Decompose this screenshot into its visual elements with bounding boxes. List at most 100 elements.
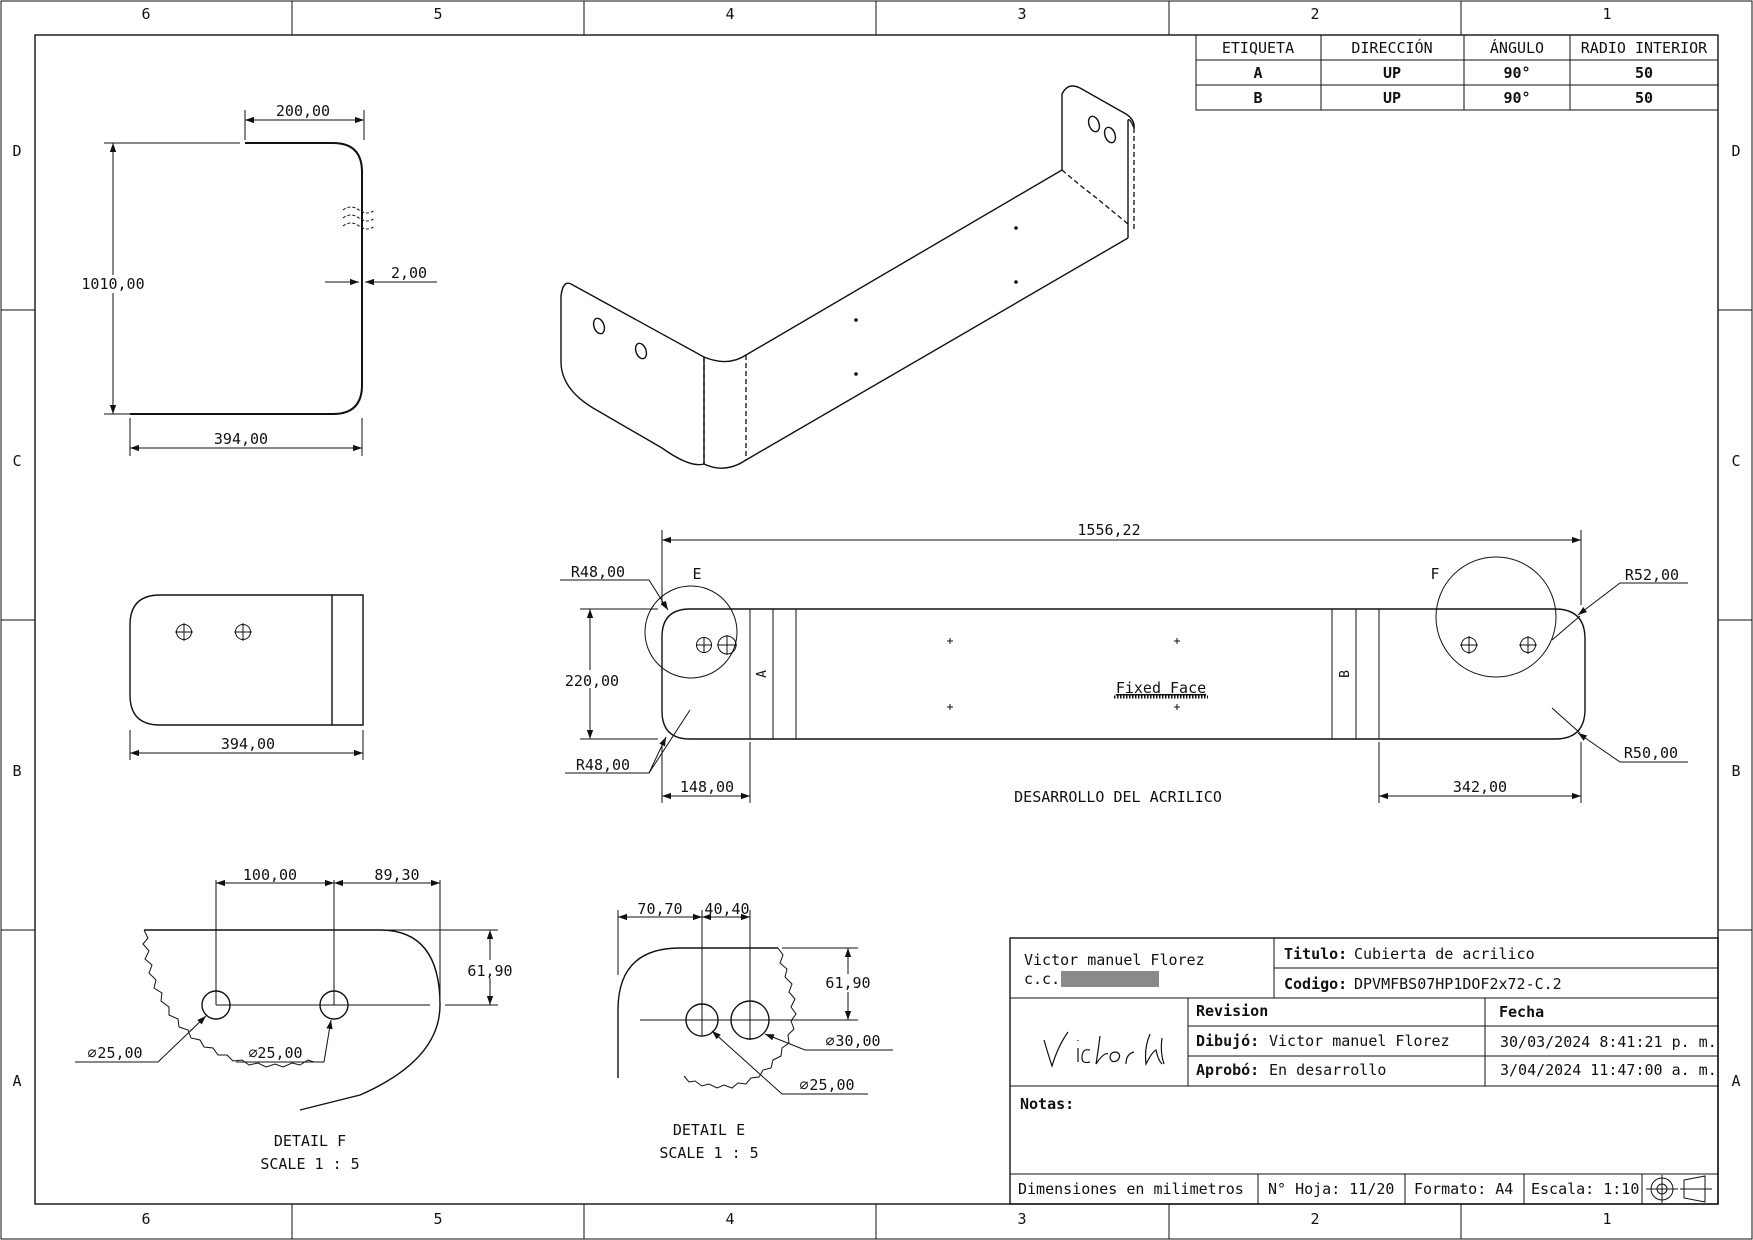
zone-col-top: 6 bbox=[141, 5, 150, 23]
fixed-face-label: Fixed Face bbox=[1116, 679, 1206, 697]
hole-diameter-right: 25,00 bbox=[257, 1044, 302, 1062]
bend-label-b: B bbox=[1338, 670, 1353, 678]
bend-table-header: RADIO INTERIOR bbox=[1581, 39, 1708, 57]
hole-diameter-left: 25,00 bbox=[97, 1044, 142, 1062]
zone-row-right: D bbox=[1731, 142, 1740, 160]
mounting-hole-icon bbox=[234, 623, 252, 641]
hole-icon bbox=[717, 635, 737, 655]
dim-left-offset: 148,00 bbox=[680, 778, 734, 796]
zone-col-bottom: 3 bbox=[1017, 1210, 1026, 1228]
dim-200: 200,00 bbox=[276, 102, 330, 120]
radius-top-left: R48,00 bbox=[571, 563, 625, 581]
dim-flat-height: 220,00 bbox=[565, 672, 619, 690]
title-block: Victor manuel Florez c.c. Titulo: Cubier… bbox=[1009, 937, 1719, 1205]
fecha-label: Fecha bbox=[1499, 1003, 1544, 1021]
dim-hole-spacing: 100,00 bbox=[243, 866, 297, 884]
zone-col-top: 2 bbox=[1310, 5, 1319, 23]
diameter-icon: ⌀ bbox=[799, 1076, 808, 1094]
zone-row-left: B bbox=[12, 762, 21, 780]
dim-thickness: 2,00 bbox=[391, 264, 427, 282]
bend-table-cell: 50 bbox=[1635, 89, 1653, 107]
zone-row-left: C bbox=[12, 452, 21, 470]
bend-table-cell: UP bbox=[1383, 64, 1401, 82]
zone-col-bottom: 6 bbox=[141, 1210, 150, 1228]
units-note: Dimensiones en milimetros bbox=[1018, 1180, 1244, 1198]
dim-hole-height: 61,90 bbox=[467, 962, 512, 980]
zone-col-top: 3 bbox=[1017, 5, 1026, 23]
drawing-scale: Escala: 1:10 bbox=[1531, 1180, 1639, 1198]
radius-bottom-right: R50,00 bbox=[1624, 744, 1678, 762]
projection-symbol-icon bbox=[1646, 1175, 1712, 1203]
bend-table: ETIQUETA DIRECCIÓN ÁNGULO RADIO INTERIOR… bbox=[1195, 34, 1719, 111]
detail-e-label: E bbox=[692, 565, 701, 583]
dibujo-value: Victor manuel Florez bbox=[1269, 1032, 1450, 1050]
zone-col-bottom: 4 bbox=[725, 1210, 734, 1228]
zone-row-right: C bbox=[1731, 452, 1740, 470]
dim-hole-height-e: 61,90 bbox=[825, 974, 870, 992]
bend-table-header: ÁNGULO bbox=[1490, 38, 1544, 57]
detail-e-scale: SCALE 1 : 5 bbox=[659, 1144, 758, 1162]
redacted-id bbox=[1061, 971, 1159, 987]
codigo-label: Codigo: bbox=[1284, 975, 1347, 993]
dim-hole-spacing-e: 40,40 bbox=[704, 900, 749, 918]
codigo-value: DPVMFBS07HP1DOF2x72-C.2 bbox=[1354, 975, 1562, 993]
notas-label: Notas: bbox=[1020, 1095, 1074, 1113]
front-view: 200,00 1010,00 2,00 394,00 bbox=[78, 101, 437, 456]
detail-f-view: 100,00 89,30 61,90 ⌀ 25,00 ⌀ 25,00 DETAI… bbox=[75, 866, 518, 1173]
detail-e-circle bbox=[644, 585, 738, 679]
detail-f-title: DETAIL F bbox=[274, 1132, 346, 1150]
zone-col-top: 4 bbox=[725, 5, 734, 23]
zone-col-top: 5 bbox=[433, 5, 442, 23]
flat-pattern: A B E F Fixed Face 1556,22 220,00 148,00 bbox=[560, 521, 1688, 806]
dim-394-front: 394,00 bbox=[214, 430, 268, 448]
hole-icon bbox=[1460, 636, 1478, 654]
detail-f-circle bbox=[1435, 556, 1557, 678]
radius-bottom-left: R48,00 bbox=[576, 756, 630, 774]
bend-table-cell: 50 bbox=[1635, 64, 1653, 82]
signature bbox=[1043, 1031, 1165, 1068]
zone-row-left: A bbox=[12, 1072, 21, 1090]
dibujo-label: Dibujó: bbox=[1196, 1032, 1259, 1050]
hole-icon bbox=[1519, 636, 1537, 654]
isometric-view bbox=[560, 85, 1135, 469]
detail-e-view: 70,70 40,40 61,90 ⌀ 30,00 ⌀ 25,00 DETAIL… bbox=[617, 900, 893, 1162]
zone-row-right: A bbox=[1731, 1072, 1740, 1090]
aprobo-label: Aprobó: bbox=[1196, 1061, 1259, 1079]
dibujo-date: 30/03/2024 8:41:21 p. m. bbox=[1500, 1033, 1717, 1051]
aprobo-value: En desarrollo bbox=[1269, 1061, 1386, 1079]
zone-col-bottom: 1 bbox=[1602, 1210, 1611, 1228]
diameter-icon: ⌀ bbox=[825, 1032, 834, 1050]
flat-pattern-caption: DESARROLLO DEL ACRILICO bbox=[1014, 788, 1222, 806]
bend-table-cell: A bbox=[1253, 64, 1262, 82]
radius-top-right: R52,00 bbox=[1625, 566, 1679, 584]
dim-right-offset: 342,00 bbox=[1453, 778, 1507, 796]
sheet-number: N° Hoja: 11/20 bbox=[1268, 1180, 1394, 1198]
hole-diameter-large: 30,00 bbox=[835, 1032, 880, 1050]
bend-table-cell: 90° bbox=[1503, 89, 1530, 107]
bend-table-cell: UP bbox=[1383, 89, 1401, 107]
dim-edge-to-hole: 70,70 bbox=[637, 900, 682, 918]
dim-overall-length: 1556,22 bbox=[1077, 521, 1140, 539]
dim-394-side: 394,00 bbox=[221, 735, 275, 753]
titulo-label: Titulo: bbox=[1284, 945, 1347, 963]
mounting-hole-icon bbox=[175, 623, 193, 641]
dim-1010: 1010,00 bbox=[81, 275, 144, 293]
bend-table-cell: B bbox=[1253, 89, 1262, 107]
bend-label-a: A bbox=[755, 670, 770, 678]
dim-edge-distance: 89,30 bbox=[374, 866, 419, 884]
bend-table-header: DIRECCIÓN bbox=[1351, 38, 1432, 57]
diameter-icon: ⌀ bbox=[248, 1044, 257, 1062]
bend-table-header: ETIQUETA bbox=[1222, 39, 1294, 57]
revision-label: Revision bbox=[1196, 1002, 1268, 1020]
detail-e-title: DETAIL E bbox=[673, 1121, 745, 1139]
side-view: 394,00 bbox=[129, 594, 364, 760]
zone-row-right: B bbox=[1731, 762, 1740, 780]
zone-col-bottom: 2 bbox=[1310, 1210, 1319, 1228]
author-name: Victor manuel Florez bbox=[1024, 951, 1205, 969]
author-id-label: c.c. bbox=[1024, 970, 1060, 988]
zone-col-top: 1 bbox=[1602, 5, 1611, 23]
aprobo-date: 3/04/2024 11:47:00 a. m. bbox=[1500, 1061, 1717, 1079]
zone-labels: 6 5 4 3 2 1 6 5 4 3 2 1 D C B A D C B A bbox=[12, 5, 1740, 1228]
